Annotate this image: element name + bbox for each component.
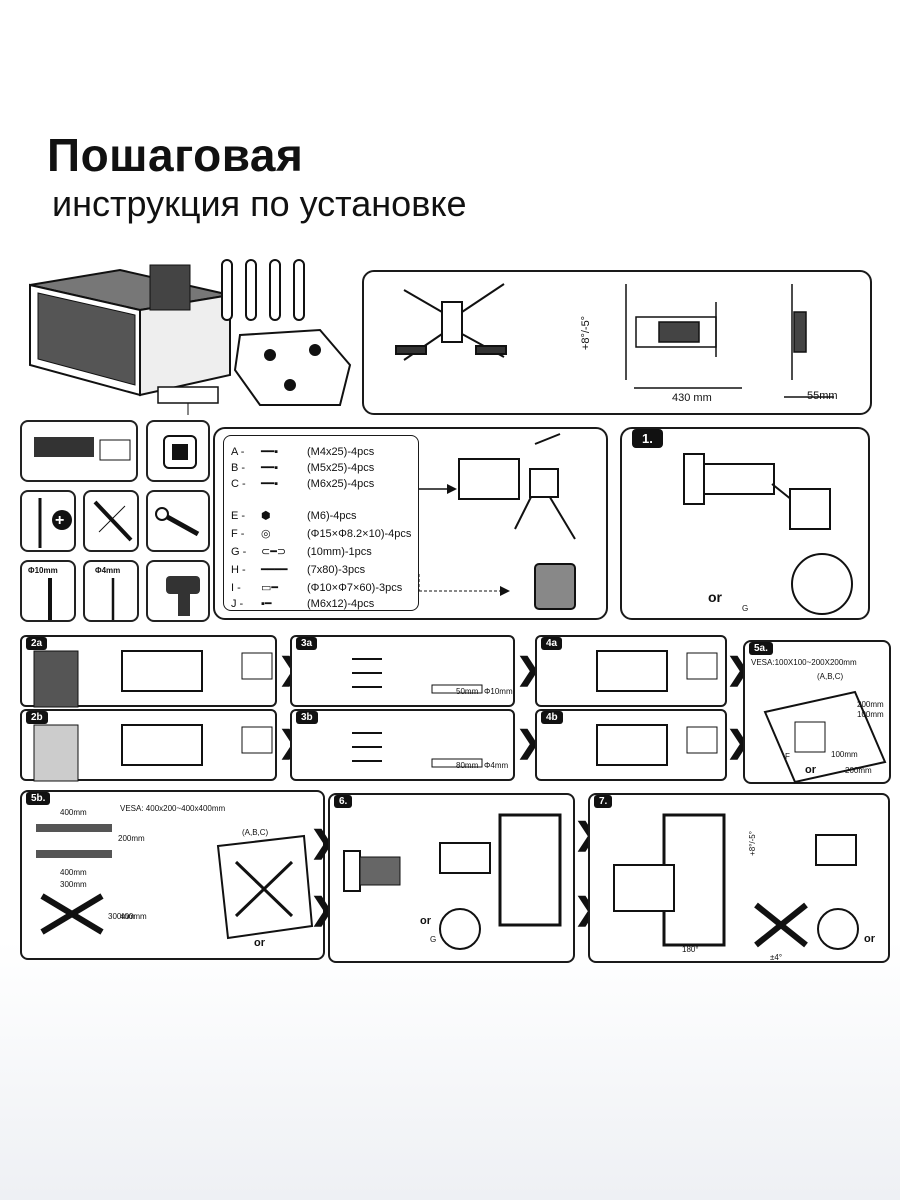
step-7-or: or [864, 933, 875, 945]
tool-level [20, 420, 138, 482]
step-7-rot180: 180° [682, 945, 699, 954]
step-5a-s200b: 200mm [845, 766, 872, 775]
step-7-tilt: +8°/-5° [747, 831, 757, 856]
part-row-c: C -━━▪(M6x25)-4pcs [231, 478, 375, 490]
step-3b-diameter: Φ4mm [484, 761, 509, 770]
step-4a-panel: 4a [535, 635, 727, 707]
part-row-b: B -━━▪(M5x25)-4pcs [231, 462, 375, 474]
step-7-badge: 7. [594, 795, 613, 808]
step-5b-abc: (A,B,C) [242, 828, 269, 837]
step-3a-badge: 3a [296, 637, 318, 650]
parts-list-panel: A -━━▪(M4x25)-4pcs B -━━▪(M5x25)-4pcs C … [213, 427, 608, 620]
step-5a-s200a: 200mm [857, 700, 884, 709]
step-4b-badge: 4b [541, 711, 563, 724]
step-3a-diameter: Φ10mm [484, 687, 513, 696]
package-illustration [20, 255, 360, 415]
step-5b-badge: 5b. [26, 792, 51, 805]
step-3b-panel: 3b 80mm Φ4mm [290, 709, 515, 781]
depth-min-label: 55mm [807, 390, 838, 402]
tilt-label: +8°/-5° [580, 315, 593, 351]
drill-4-label: Φ4mm [95, 566, 121, 575]
step-5b-h400: 400mm [120, 912, 147, 921]
step-5a-abc: (A,B,C) [817, 672, 844, 681]
step-5b-h200: 200mm [118, 834, 145, 843]
step-6-badge: 6. [334, 795, 353, 808]
step-4b-panel: 4b [535, 709, 727, 781]
drill-10-label: Φ10mm [28, 566, 58, 575]
part-row-a: A -━━▪(M4x25)-4pcs [231, 446, 375, 458]
step-3b-badge: 3b [296, 711, 318, 724]
depth-max-label: 430 mm [672, 392, 712, 404]
step-5b-panel: 5b. VESA: 400x200~400x400mm 400mm 200mm … [20, 790, 325, 960]
step-2b-badge: 2b [26, 711, 48, 724]
dimensions-panel: +8°/-5° 430 mm 55mm [362, 270, 872, 415]
step-2a-badge: 2a [26, 637, 48, 650]
step-5b-h300: 300mm [108, 912, 135, 921]
part-row-f: F -◎(Φ15×Φ8.2×10)-4pcs [231, 528, 412, 540]
step-1-g: G [742, 604, 749, 613]
step-5b-vesa: VESA: 400x200~400x400mm [120, 804, 226, 813]
step-6-or: or [420, 915, 431, 927]
step-5b-w400b: 400mm [60, 868, 87, 877]
step-5a-or: or [805, 764, 816, 776]
step-5a-f: F [785, 752, 790, 761]
part-row-h: H -━━━━(7x80)-3pcs [231, 564, 366, 576]
step-2a-panel: 2a [20, 635, 277, 708]
step-1-panel: 1. or G [620, 427, 870, 620]
step-3a-panel: 3a 50mm Φ10mm [290, 635, 515, 707]
tool-tape-measure [146, 420, 210, 482]
step-5a-s100a: 100mm [857, 710, 884, 719]
step-5b-w300: 300mm [60, 880, 87, 889]
step-5a-vesa: VESA:100X100~200X200mm [751, 658, 857, 667]
step-5a-panel: 5a. VESA:100X100~200X200mm (A,B,C) F or … [743, 640, 891, 784]
step-3b-depth: 80mm [456, 761, 479, 770]
step-5a-badge: 5a. [749, 642, 773, 655]
parts-list-box [223, 435, 419, 611]
step-6-g: G [430, 935, 437, 944]
step-5b-or: or [254, 937, 265, 949]
part-row-g: G -⊂━⊃(10mm)-1pcs [231, 546, 372, 558]
step-7-rot4: ±4° [770, 953, 783, 962]
background-fade [0, 940, 900, 1200]
step-4a-badge: 4a [541, 637, 563, 650]
part-row-j: J -▪━(M6x12)-4pcs [231, 598, 375, 610]
part-row-e: E -⬢(M6)-4pcs [231, 510, 357, 522]
step-5b-w400a: 400mm [60, 808, 87, 817]
step-6-panel: 6. or G [328, 793, 575, 963]
part-row-i: I -▭━(Φ10×Φ7×60)-3pcs [231, 582, 403, 594]
svg-text:+: + [55, 512, 64, 529]
page-title: Пошаговая [47, 129, 304, 181]
step-1-or: or [708, 589, 722, 605]
tool-power-drill [146, 560, 210, 622]
tool-wrench [146, 490, 210, 552]
tool-pencil [83, 490, 139, 552]
tool-drill-bit-4: Φ4mm [83, 560, 139, 622]
step-1-badge: 1. [632, 429, 663, 448]
step-7-panel: 7. +8°/-5° 180° ±4° or [588, 793, 890, 963]
step-5a-s100b: 100mm [831, 750, 858, 759]
step-3a-depth: 50mm [456, 687, 479, 696]
step-2b-panel: 2b [20, 709, 277, 782]
page-subtitle: инструкция по установке [52, 183, 467, 224]
tool-screwdriver: + [20, 490, 76, 552]
tool-drill-bit-10: Φ10mm [20, 560, 76, 622]
